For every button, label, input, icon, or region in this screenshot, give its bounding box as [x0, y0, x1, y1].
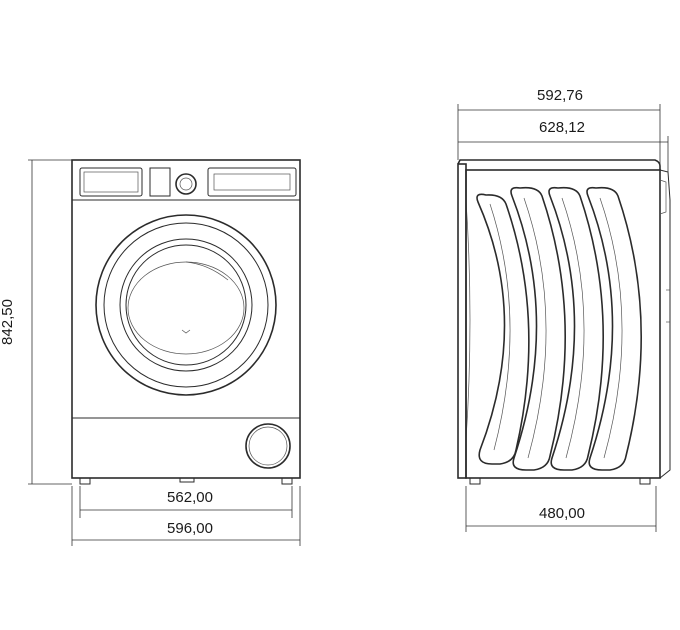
side-front-edge — [659, 169, 671, 479]
control-panel — [79, 167, 297, 197]
filter-hatch — [245, 423, 291, 469]
base-depth-label: 480,00 — [539, 505, 585, 522]
front-dimensions: 842,50 562,00 596,00 — [0, 159, 301, 546]
vent-slot-3-inner — [561, 197, 585, 459]
side-rear-panel — [457, 163, 467, 479]
side-top-lid — [457, 159, 661, 170]
display-panel — [207, 167, 297, 197]
detergent-drawer-inner — [83, 171, 139, 193]
door-ring-2 — [103, 222, 269, 388]
inner-width-label: 562,00 — [167, 489, 213, 506]
side-foot-front — [639, 477, 651, 485]
depth-top-label: 592,76 — [537, 87, 583, 104]
side-knob-profile — [659, 179, 667, 215]
door-reflection — [185, 261, 229, 281]
side-dimensions: 592,76 628,12 480,00 — [457, 87, 669, 532]
filter-hatch-inner — [248, 426, 288, 466]
vent-slot-1 — [476, 193, 530, 465]
door-glass-outer — [125, 244, 247, 366]
front-foot-right — [281, 477, 293, 485]
door-glass-inner — [127, 261, 245, 355]
vent-slot-4-inner — [599, 197, 623, 459]
front-body-outline — [71, 159, 301, 479]
vent-slot-4 — [586, 186, 642, 471]
vent-slot-1-inner — [489, 203, 511, 451]
outer-width-label: 596,00 — [167, 520, 213, 537]
front-foot-center — [179, 477, 195, 483]
front-foot-left — [79, 477, 91, 485]
vent-slot-3 — [548, 186, 604, 471]
height-label: 842,50 — [0, 299, 16, 345]
panel-segment — [149, 167, 171, 197]
door — [95, 214, 277, 396]
detergent-drawer — [79, 167, 143, 197]
door-outer-ring — [95, 214, 277, 396]
side-view — [457, 159, 671, 485]
program-knob — [175, 173, 197, 195]
display-screen — [213, 173, 291, 191]
door-logo-mark — [181, 329, 191, 334]
door-ring-3 — [119, 238, 253, 372]
vent-slot-2-inner — [523, 197, 547, 459]
program-knob-inner — [179, 177, 193, 191]
vent-slot-2 — [510, 186, 566, 471]
side-foot-rear — [469, 477, 481, 485]
side-vents — [476, 186, 642, 471]
depth-total-label: 628,12 — [539, 119, 585, 136]
front-view — [71, 159, 301, 485]
side-rear-curve — [465, 199, 471, 441]
side-body-outline — [465, 169, 661, 479]
